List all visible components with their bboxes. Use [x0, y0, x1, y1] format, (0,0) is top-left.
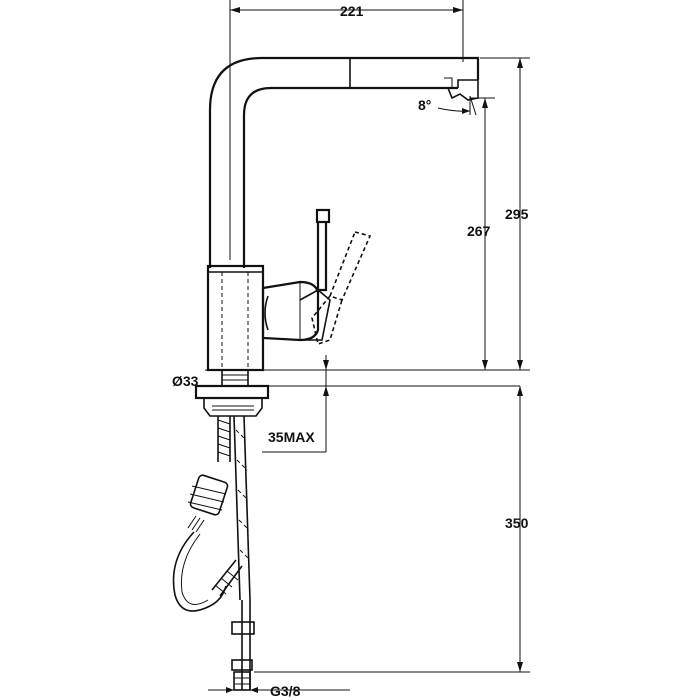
dimension-label-35max: 35MAX	[268, 429, 315, 445]
faucet-body	[206, 264, 320, 372]
dimension-label-g3-8: G3/8	[270, 683, 301, 699]
dimension-spout-height: 267	[467, 97, 495, 370]
faucet-spout	[208, 56, 480, 268]
dimension-total-height: 295	[480, 57, 530, 370]
dimension-label-8-degrees: 8°	[418, 97, 431, 113]
dimension-hose-length: 350	[254, 386, 530, 673]
dimension-label-267: 267	[467, 223, 491, 239]
dimension-top-width: 221	[229, 0, 464, 260]
dimension-counter-thickness: 35MAX	[262, 355, 329, 453]
dimension-label-221: 221	[340, 3, 364, 19]
dimension-label-diameter-33: Ø33	[172, 373, 199, 389]
mounting-base	[194, 369, 270, 417]
faucet-lever-tilted	[311, 231, 372, 346]
supply-hoses	[172, 415, 255, 691]
dimension-connection: G3/8	[208, 683, 350, 699]
dimension-base-diameter: Ø33	[172, 373, 520, 389]
dimension-spray-angle: 8°	[418, 95, 477, 116]
dimension-label-350: 350	[505, 515, 529, 531]
dimension-label-295: 295	[505, 206, 529, 222]
faucet-lever	[299, 208, 331, 341]
